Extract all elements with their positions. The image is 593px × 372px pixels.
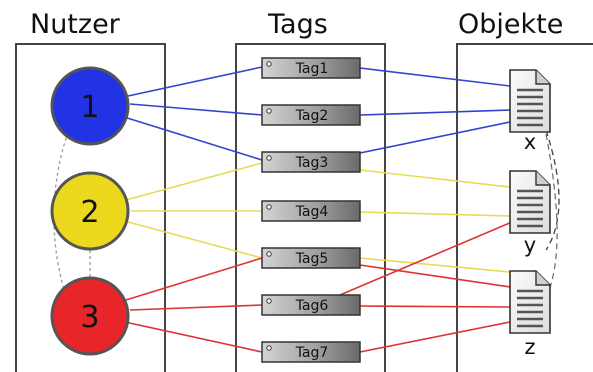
tag-object-links-blue bbox=[359, 67, 511, 154]
tag-object-links-red bbox=[339, 221, 513, 353]
tag-3-label: Tag3 bbox=[295, 155, 329, 171]
tag-hole-icon bbox=[266, 251, 272, 257]
tag-5: Tag5 bbox=[261, 247, 361, 269]
objects-column-box bbox=[456, 43, 593, 372]
tag-4-label: Tag4 bbox=[295, 204, 329, 220]
object-x-label: x bbox=[524, 130, 536, 154]
user-node-3-label: 3 bbox=[80, 300, 99, 335]
user3-tag-links bbox=[124, 257, 263, 353]
user-node-2-label: 2 bbox=[80, 195, 99, 230]
document-icon bbox=[509, 270, 551, 334]
tag-6-label: Tag6 bbox=[295, 298, 329, 314]
tag-hole-icon bbox=[266, 61, 272, 67]
users-column-box bbox=[15, 43, 166, 372]
user1-tag-links bbox=[123, 66, 263, 161]
tag-hole-icon bbox=[266, 345, 272, 351]
objects-column-header: Objekte bbox=[458, 9, 563, 40]
tag-1-label: Tag1 bbox=[295, 61, 329, 77]
object-similarity-link-x-y bbox=[545, 129, 560, 251]
tag-4: Tag4 bbox=[261, 200, 361, 222]
tag-7: Tag7 bbox=[261, 341, 361, 363]
tag-6: Tag6 bbox=[261, 294, 361, 316]
tag-object-links-yellow bbox=[359, 169, 511, 273]
tag-hole-icon bbox=[266, 204, 272, 210]
tags-column-header: Tags bbox=[267, 9, 328, 40]
tag-5-label: Tag5 bbox=[295, 251, 329, 267]
tag-2: Tag2 bbox=[261, 104, 361, 126]
document-icon bbox=[509, 69, 551, 133]
user2-tag-links bbox=[125, 162, 263, 259]
object-z bbox=[509, 270, 551, 334]
tags-column-box bbox=[235, 43, 386, 372]
tag-hole-icon bbox=[266, 155, 272, 161]
user-node-2: 2 bbox=[50, 171, 130, 251]
user-node-1-label: 1 bbox=[80, 90, 99, 125]
object-y bbox=[509, 170, 551, 234]
user-node-3: 3 bbox=[50, 276, 130, 356]
object-z-label: z bbox=[524, 335, 535, 359]
tag-7-label: Tag7 bbox=[295, 345, 329, 361]
tag-hole-icon bbox=[266, 108, 272, 114]
object-x bbox=[509, 69, 551, 133]
tag-3: Tag3 bbox=[261, 151, 361, 173]
users-column-header: Nutzer bbox=[30, 9, 121, 40]
document-icon bbox=[509, 170, 551, 234]
tag-2-label: Tag2 bbox=[295, 108, 329, 124]
tag-1: Tag1 bbox=[261, 57, 361, 79]
tag-hole-icon bbox=[266, 298, 272, 304]
user-node-1: 1 bbox=[50, 66, 130, 146]
object-y-label: y bbox=[524, 233, 536, 257]
